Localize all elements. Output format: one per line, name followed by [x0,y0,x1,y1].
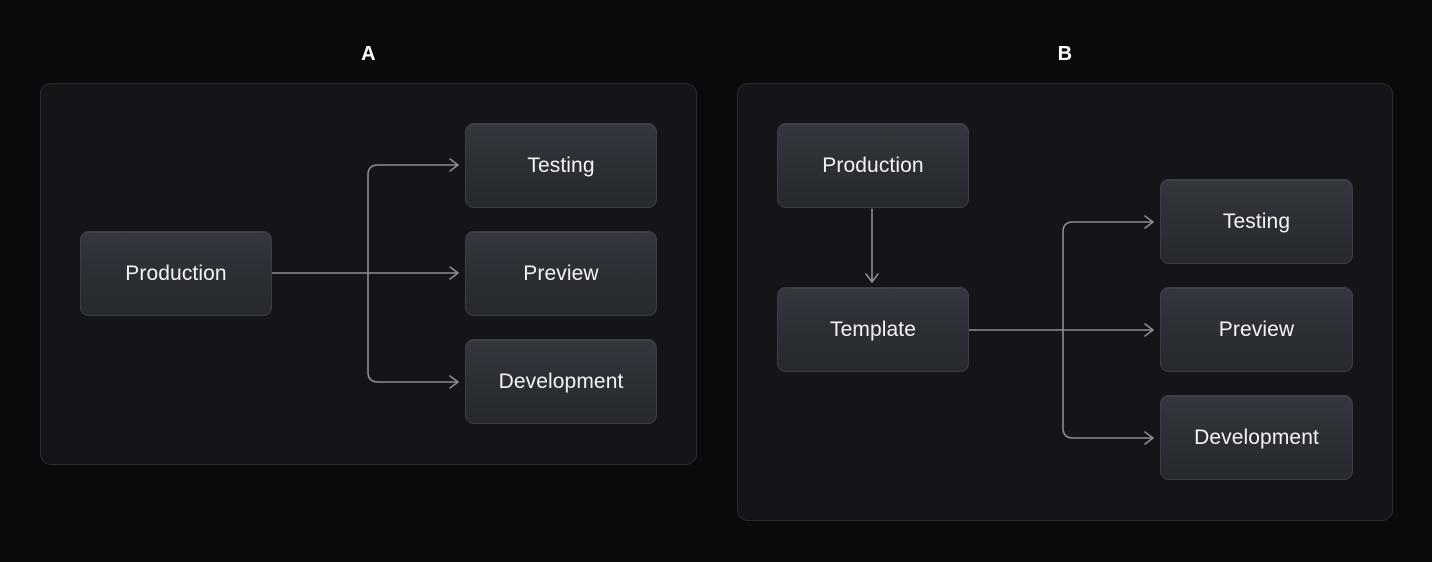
node-b-production[interactable]: Production [777,123,969,208]
node-b-testing-label: Testing [1222,209,1291,233]
node-b-preview-label: Preview [1218,317,1295,341]
diagram-group-b: B Production Template Testing [737,44,1393,521]
diagram-label-a: A [361,43,376,65]
node-a-development-label: Development [498,369,624,393]
node-a-production[interactable]: Production [80,231,272,316]
node-b-template[interactable]: Template [777,287,969,372]
node-b-production-label: Production [822,153,924,177]
node-b-development[interactable]: Development [1160,395,1353,480]
node-a-testing-label: Testing [527,153,595,177]
node-a-preview-label: Preview [523,261,599,285]
node-b-preview[interactable]: Preview [1160,287,1353,372]
node-b-template-label: Template [829,317,916,341]
node-a-preview[interactable]: Preview [465,231,657,316]
diagram-group-a: A Production Testing Preview Developme [40,44,697,465]
node-a-testing[interactable]: Testing [465,123,657,208]
diagram-label-b: B [1057,43,1073,65]
node-a-development[interactable]: Development [465,339,657,424]
node-a-production-label: Production [125,261,227,285]
node-b-testing[interactable]: Testing [1160,179,1353,264]
node-b-development-label: Development [1194,425,1319,449]
